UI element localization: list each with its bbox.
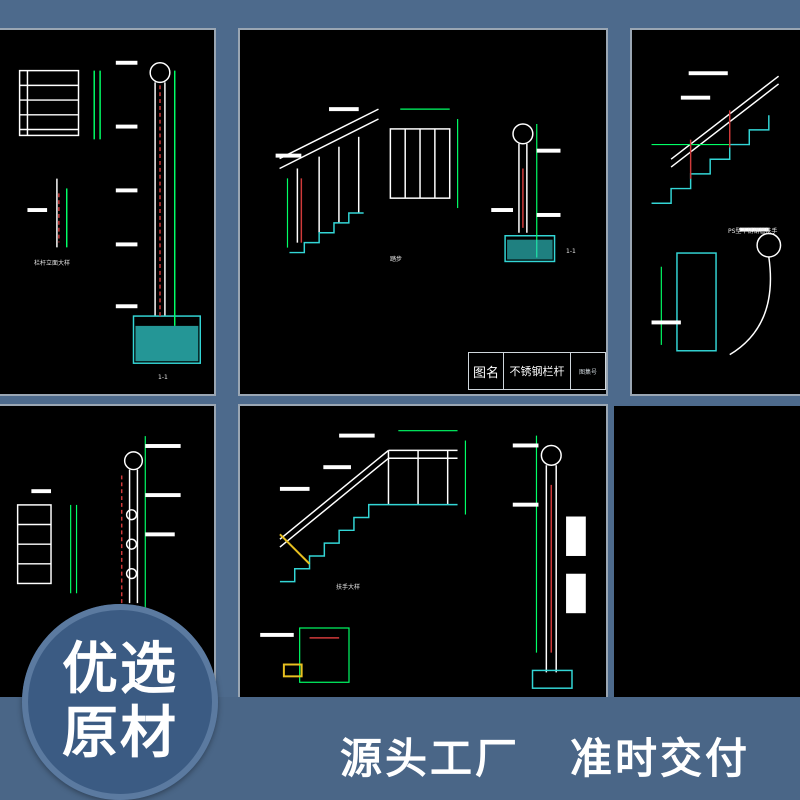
title-block: 图名 不锈钢栏杆 图集号 xyxy=(468,352,606,390)
drawing-label-handrail: PS型不锈钢管扶手 xyxy=(728,228,778,235)
title-block-title: 不锈钢栏杆 xyxy=(504,353,571,389)
badge-line-2: 原材 xyxy=(62,701,178,766)
railing-section-drawing xyxy=(16,436,181,613)
slogan-source-factory: 源头工厂 xyxy=(340,734,521,783)
drawing-sheet-top-right: PS型不锈钢管扶手 xyxy=(630,28,800,396)
handrail-detail-drawing xyxy=(651,71,782,356)
drawing-label-a: 栏杆立面大样 xyxy=(34,260,71,267)
drawing-label-stair: 踏步 xyxy=(390,256,403,263)
quality-badge: 优选 原材 xyxy=(22,604,218,800)
drawing-sheet-top-middle: 踏步 1-1 图名 不锈钢栏杆 图集号 xyxy=(238,28,608,396)
drawing-sheet-bottom-right xyxy=(612,404,800,704)
slogan-on-time-delivery: 准时交付 xyxy=(570,734,751,783)
badge-line-1: 优选 xyxy=(62,637,178,702)
drawing-label-b: 1-1 xyxy=(158,374,168,381)
drawing-label-handrail-detail: 扶手大样 xyxy=(336,584,361,591)
drawing-label-section: 1-1 xyxy=(566,248,576,255)
railing-elevation-drawing xyxy=(18,60,201,364)
stair-railing-drawing xyxy=(275,107,561,263)
stair-handrail-drawing xyxy=(260,430,586,689)
drawing-sheet-bottom-middle: 扶手大样 xyxy=(238,404,608,704)
title-block-code: 图集号 xyxy=(578,368,597,376)
drawing-sheet-top-left: 栏杆立面大样 1-1 xyxy=(0,28,216,396)
title-block-name-label: 图名 xyxy=(469,353,504,389)
